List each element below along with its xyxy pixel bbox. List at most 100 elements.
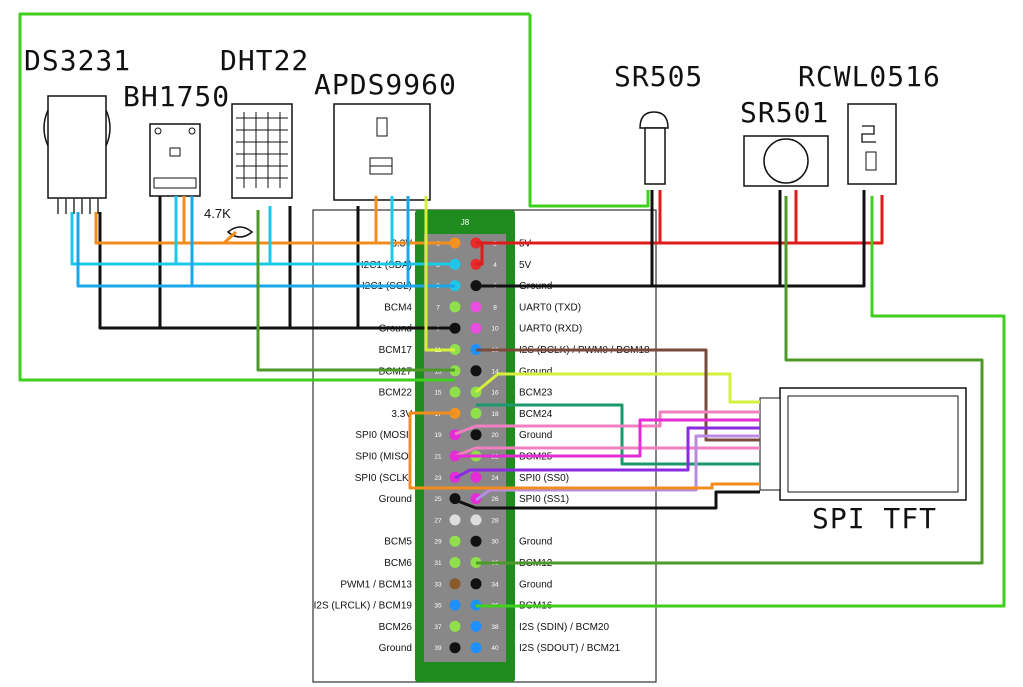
pin-label: BCM17 bbox=[379, 345, 413, 356]
pin-31 bbox=[449, 557, 461, 568]
spi-tft-module bbox=[759, 387, 967, 501]
pin-number: 16 bbox=[491, 390, 499, 397]
pin-number: 14 bbox=[491, 368, 499, 375]
bh1750-module bbox=[149, 123, 201, 197]
pin-label: BCM5 bbox=[384, 537, 412, 548]
pin-number: 35 bbox=[434, 603, 442, 610]
sr505-module bbox=[639, 111, 669, 185]
wire-5 bbox=[76, 196, 455, 288]
pin-number: 10 bbox=[491, 326, 499, 333]
pin-label: SPI0 (SS1) bbox=[519, 494, 569, 505]
pin-number: 13 bbox=[434, 368, 442, 375]
wire-4 bbox=[70, 196, 455, 266]
pin-33 bbox=[449, 578, 461, 590]
sr505-label: SR505 bbox=[614, 60, 703, 93]
wire-12 bbox=[455, 418, 760, 458]
pin-number: 4 bbox=[493, 262, 497, 269]
pin-number: 37 bbox=[434, 624, 442, 631]
pin-35 bbox=[449, 599, 461, 611]
pin-label: Ground bbox=[379, 494, 412, 505]
dht22-label: DHT22 bbox=[220, 44, 309, 77]
wire-1 bbox=[476, 190, 884, 266]
wire-16 bbox=[454, 490, 760, 510]
apds9960-label: APDS9960 bbox=[314, 68, 457, 101]
pin-label: Ground bbox=[519, 366, 552, 377]
pin-label: Ground bbox=[519, 430, 552, 441]
wire-13 bbox=[454, 426, 760, 480]
pin-label: BCM23 bbox=[519, 388, 553, 399]
pin-number: 29 bbox=[434, 539, 442, 546]
pin-label: BCM22 bbox=[379, 388, 413, 399]
wire-7 bbox=[476, 196, 1006, 608]
wire-0 bbox=[18, 12, 650, 382]
pin-number: 19 bbox=[434, 432, 442, 439]
pin-40 bbox=[470, 642, 482, 654]
pin-8 bbox=[470, 301, 482, 313]
pin-label: SPI0 (MISO) bbox=[355, 452, 412, 463]
pin-label: I2S (SDOUT) / BCM21 bbox=[519, 643, 621, 654]
pin-29 bbox=[449, 535, 461, 547]
dht22-module bbox=[231, 103, 293, 199]
wire-9 bbox=[476, 348, 760, 442]
pin-label: BCM26 bbox=[379, 622, 413, 633]
pin-27 bbox=[449, 514, 461, 526]
sr501-label: SR501 bbox=[740, 96, 829, 129]
ds3231-label: DS3231 bbox=[24, 44, 131, 77]
pin-20 bbox=[470, 429, 482, 441]
pin-label: BCM4 bbox=[384, 302, 412, 313]
pin-number: 34 bbox=[491, 581, 499, 588]
pin-label: PWM1 / BCM13 bbox=[340, 579, 412, 590]
pin-number: 28 bbox=[491, 517, 499, 524]
wire-2 bbox=[98, 190, 866, 330]
pin-number: 21 bbox=[434, 454, 442, 461]
pin-10 bbox=[470, 322, 482, 334]
pin-number: 26 bbox=[491, 496, 499, 503]
rcwl0516-module bbox=[847, 103, 897, 185]
j8-title: J8 bbox=[461, 218, 470, 227]
pin-label: SPI0 (SCLK) bbox=[355, 473, 412, 484]
pin-number: 20 bbox=[491, 432, 499, 439]
pin-label: I2S (LRCLK) / BCM19 bbox=[314, 601, 413, 612]
pin-30 bbox=[470, 535, 482, 547]
resistor-symbol bbox=[226, 226, 254, 238]
pin-24 bbox=[470, 471, 482, 483]
pin-label: Ground bbox=[519, 537, 552, 548]
resistor-label: 4.7K bbox=[204, 206, 231, 221]
pin-label: SPI0 (MOSI) bbox=[355, 430, 412, 441]
wire-11 bbox=[454, 410, 760, 458]
pin-7 bbox=[449, 301, 461, 313]
pin-label: Ground bbox=[519, 579, 552, 590]
pin-label: 5V bbox=[519, 260, 532, 271]
pin-number: 27 bbox=[434, 517, 442, 524]
pin-19 bbox=[449, 429, 461, 441]
pin-37 bbox=[449, 620, 461, 632]
pin-label: BCM27 bbox=[379, 366, 413, 377]
pin-label: BCM6 bbox=[384, 558, 412, 569]
pin-label: I2S (SDIN) / BCM20 bbox=[519, 622, 609, 633]
pin-number: 31 bbox=[434, 560, 442, 567]
spi-tft-label: SPI TFT bbox=[812, 502, 937, 535]
pin-label: UART0 (TXD) bbox=[519, 302, 581, 313]
pin-number: 8 bbox=[493, 304, 497, 311]
wire-3 bbox=[94, 196, 455, 245]
bh1750-label: BH1750 bbox=[123, 80, 230, 113]
pin-label: Ground bbox=[379, 643, 412, 654]
pin-label: SPI0 (SS0) bbox=[519, 473, 569, 484]
pin-number: 30 bbox=[491, 539, 499, 546]
wire-6 bbox=[256, 196, 984, 565]
pin-label: BCM24 bbox=[519, 409, 553, 420]
wires bbox=[18, 12, 1006, 608]
pin-number: 23 bbox=[434, 475, 442, 482]
wire-10 bbox=[476, 403, 760, 466]
sr501-module bbox=[743, 135, 829, 187]
wire-15 bbox=[408, 411, 760, 490]
pin-label: UART0 (RXD) bbox=[519, 324, 582, 335]
pin-number: 38 bbox=[491, 624, 499, 631]
apds9960-module bbox=[333, 103, 431, 201]
pin-39 bbox=[449, 642, 461, 654]
pin-number: 7 bbox=[436, 304, 440, 311]
rcwl0516-label: RCWL0516 bbox=[798, 60, 941, 93]
pin-14 bbox=[470, 365, 482, 377]
pin-34 bbox=[470, 578, 482, 590]
